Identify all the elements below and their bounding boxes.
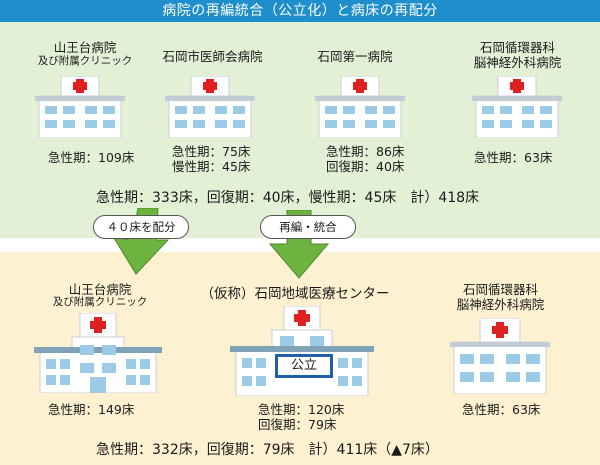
hospital-building-icon xyxy=(34,313,162,393)
bed-count: 急性期：149床 xyxy=(48,402,135,417)
public-badge: 公立 xyxy=(275,354,333,378)
after-summary: 急性期：332床，回復期：79床 計）411床（▲7床） xyxy=(96,442,439,458)
hospital-building-icon xyxy=(450,318,550,394)
hospital-name-sub: 脳神経外科病院 xyxy=(473,55,562,70)
hospital-name: 石岡第一病院 xyxy=(317,49,393,64)
hospital-building-icon xyxy=(315,76,405,138)
hospital-name-sub: 及び附属クリニック xyxy=(52,296,148,308)
hospital-name: 山王台病院 xyxy=(53,40,117,55)
bed-count: 急性期：109床 xyxy=(48,150,135,165)
hospital-name: 石岡循環器科 xyxy=(479,40,555,55)
hospital-building-icon xyxy=(165,76,255,138)
bed-count: 急性期：63床 xyxy=(462,402,541,417)
bed-count: 急性期：86床 xyxy=(326,144,405,159)
bed-count: 回復期：40床 xyxy=(326,159,405,174)
page-title: 病院の再編統合（公立化）と病床の再配分 xyxy=(0,0,600,22)
bed-count: 急性期：120床 xyxy=(258,402,345,417)
bed-count: 急性期：63床 xyxy=(474,150,553,165)
arrow-label-reallocate: ４０床を配分 xyxy=(93,215,189,239)
arrow-label-merge: 再編・統合 xyxy=(260,215,356,239)
hospital-name: 石岡市医師会病院 xyxy=(162,49,263,64)
before-summary: 急性期：333床，回復期：40床，慢性期：45床 計）418床 xyxy=(96,190,480,206)
hospital-name-sub: 脳神経外科病院 xyxy=(456,297,545,312)
hospital-building-icon xyxy=(230,306,374,396)
bed-count: 慢性期：45床 xyxy=(172,159,251,174)
hospital-name-sub: 及び附属クリニック xyxy=(37,55,133,67)
hospital-building-icon xyxy=(472,76,562,138)
hospital-building-icon xyxy=(35,76,125,138)
hospital-name: 石岡循環器科 xyxy=(462,282,538,297)
bed-count: 急性期：75床 xyxy=(172,144,251,159)
hospital-name: 山王台病院 xyxy=(68,282,132,297)
hospital-name: （仮称）石岡地域医療センター xyxy=(200,286,390,302)
bed-count: 回復期：79床 xyxy=(258,417,337,432)
